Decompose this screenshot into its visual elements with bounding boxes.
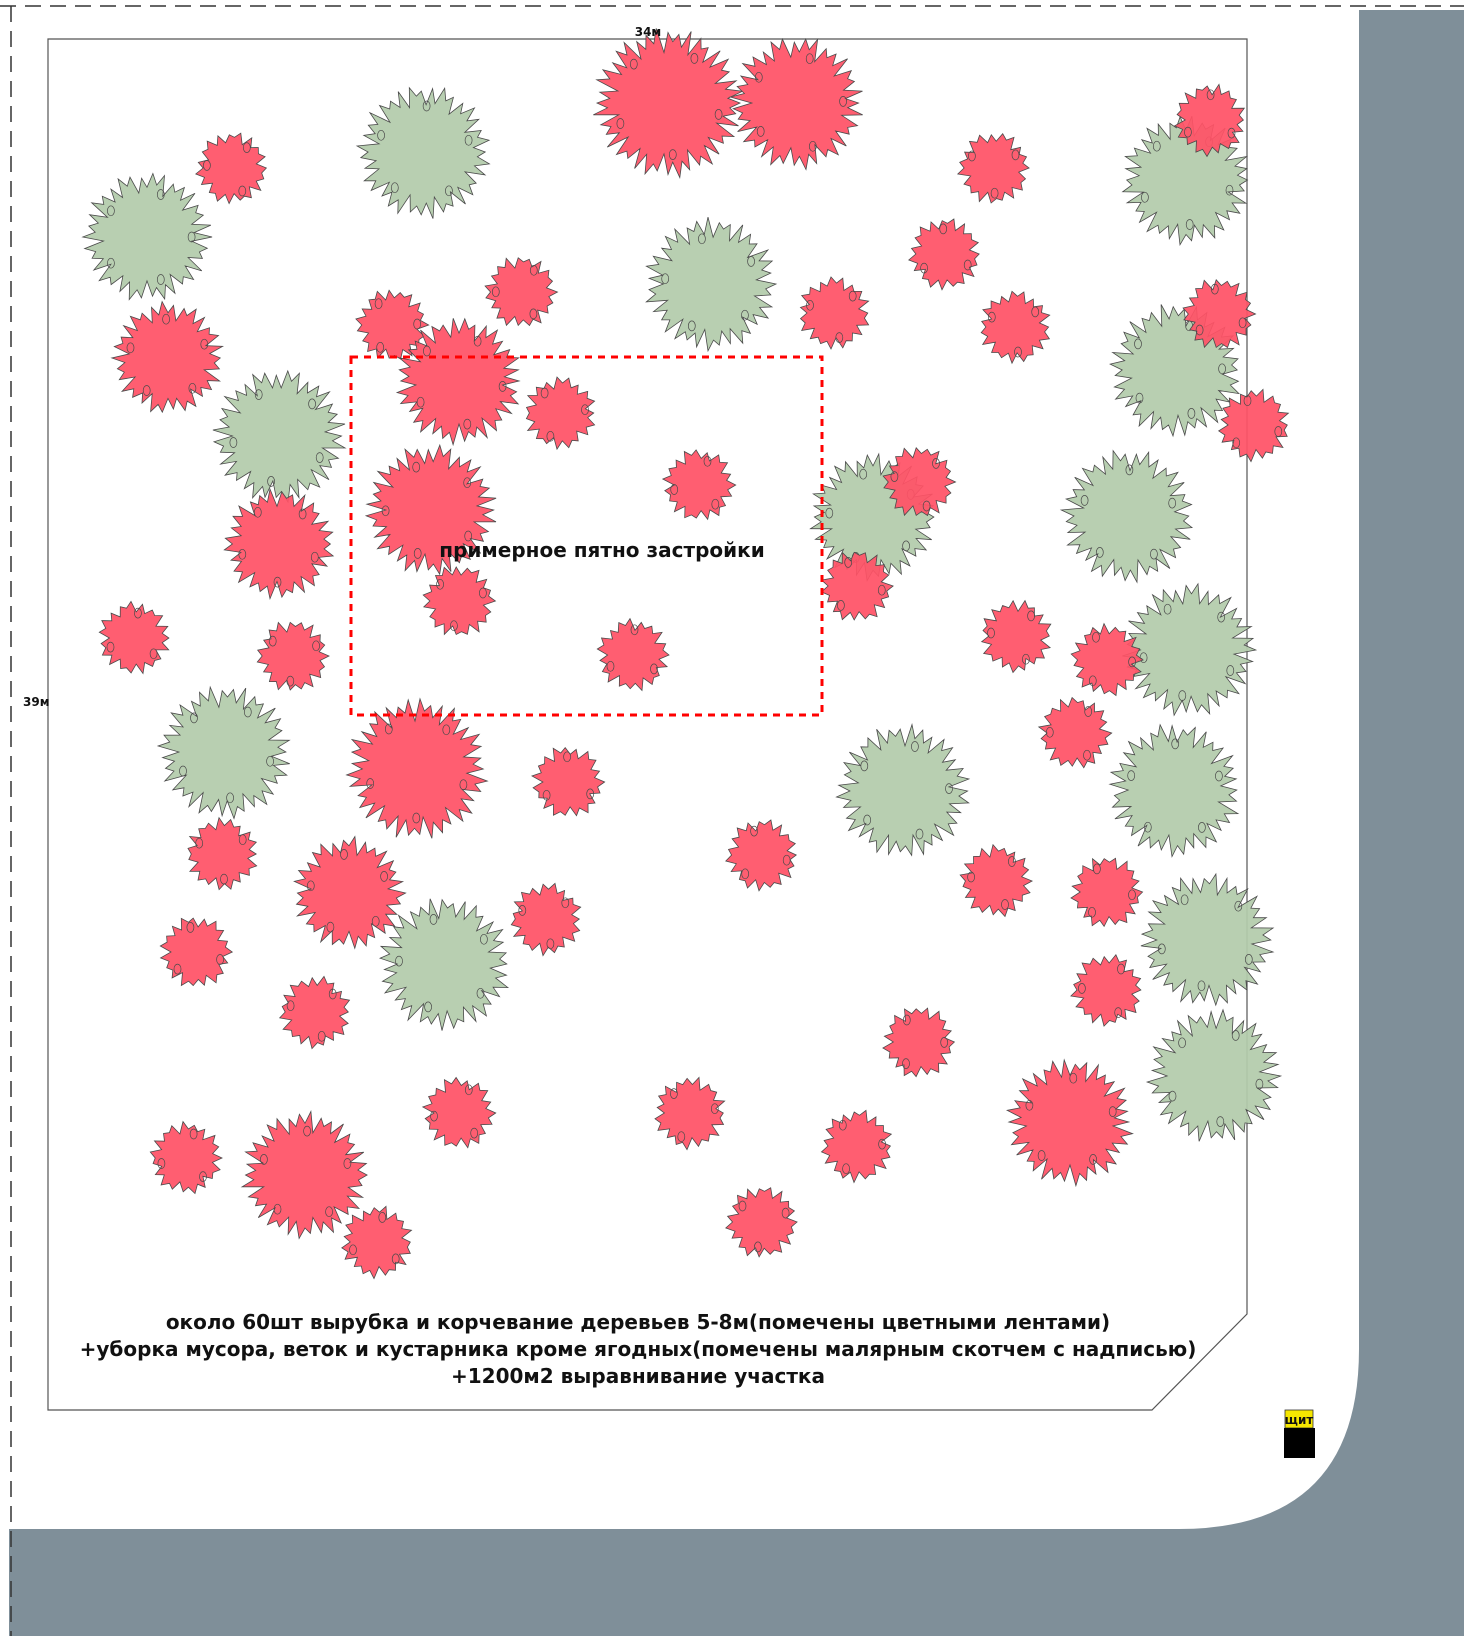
tree-keep [645, 217, 778, 353]
tree-remove [525, 376, 596, 451]
tree-remove [278, 975, 351, 1050]
tree-remove [959, 843, 1034, 918]
plot-outline [47, 38, 1248, 1411]
tree-remove [531, 746, 606, 817]
height-dimension-label: 39м [23, 695, 50, 709]
tree-keep [81, 172, 213, 301]
tree-keep [1145, 1008, 1283, 1142]
panel-label: щит [1285, 1413, 1314, 1427]
tree-remove [159, 917, 234, 987]
tree-remove [980, 290, 1051, 365]
note-line-3: +1200м2 выравнивание участка [451, 1364, 825, 1388]
tree-remove [1173, 83, 1246, 158]
tree-remove [223, 487, 335, 601]
tree-remove [1070, 622, 1144, 697]
tree-remove [240, 1109, 368, 1240]
tree-remove [341, 1205, 413, 1280]
tree-remove [422, 566, 497, 636]
width-dimension-label: 34м [635, 25, 662, 39]
tree-remove [593, 28, 744, 180]
tree-remove [820, 551, 894, 621]
tree-remove [256, 621, 330, 691]
tree-remove [484, 257, 559, 327]
tree-remove [1182, 279, 1257, 349]
tree-remove [1037, 696, 1113, 769]
tree-remove [421, 1076, 497, 1149]
tree-remove [510, 882, 582, 957]
tree-keep [835, 723, 971, 857]
tree-remove [110, 300, 225, 414]
tree-keep [355, 86, 491, 219]
tree-remove [980, 599, 1052, 674]
tree-remove [355, 289, 430, 360]
tree-remove [908, 218, 980, 291]
tree-remove [1005, 1058, 1134, 1188]
tree-remove [661, 449, 737, 521]
tree-remove [1217, 388, 1290, 463]
tree-remove [1070, 954, 1142, 1027]
tree-remove [187, 816, 258, 891]
tree-remove [882, 447, 957, 517]
trees-layer [81, 28, 1290, 1280]
tree-remove [149, 1120, 223, 1195]
tree-keep [156, 685, 291, 820]
build-zone [349, 355, 824, 717]
tree-remove [728, 37, 863, 171]
note-line-2: +уборка мусора, веток и кустарника кроме… [80, 1337, 1197, 1361]
tree-remove [725, 819, 797, 892]
tree-keep [1122, 582, 1258, 717]
tree-remove [596, 617, 670, 692]
tree-remove [956, 133, 1030, 204]
tree-remove [799, 276, 870, 350]
tree-remove [1070, 857, 1144, 928]
tree-remove [725, 1187, 798, 1258]
tree-keep [1108, 723, 1240, 858]
tree-remove [195, 132, 268, 205]
tree-keep [212, 369, 347, 504]
tree-keep [1140, 872, 1275, 1007]
build-zone-label: примерное пятно застройки [439, 538, 764, 562]
electrical-panel [1284, 1428, 1315, 1458]
tree-remove [820, 1109, 893, 1184]
tree-remove [364, 443, 497, 576]
note-line-1: около 60шт вырубка и корчевание деревьев… [166, 1310, 1110, 1334]
tree-remove [882, 1007, 956, 1078]
tree-remove [654, 1076, 726, 1151]
tree-remove [293, 835, 407, 950]
tree-remove [98, 600, 170, 675]
tree-keep [1059, 449, 1194, 584]
tree-keep [378, 898, 510, 1031]
tree-remove [395, 317, 521, 447]
